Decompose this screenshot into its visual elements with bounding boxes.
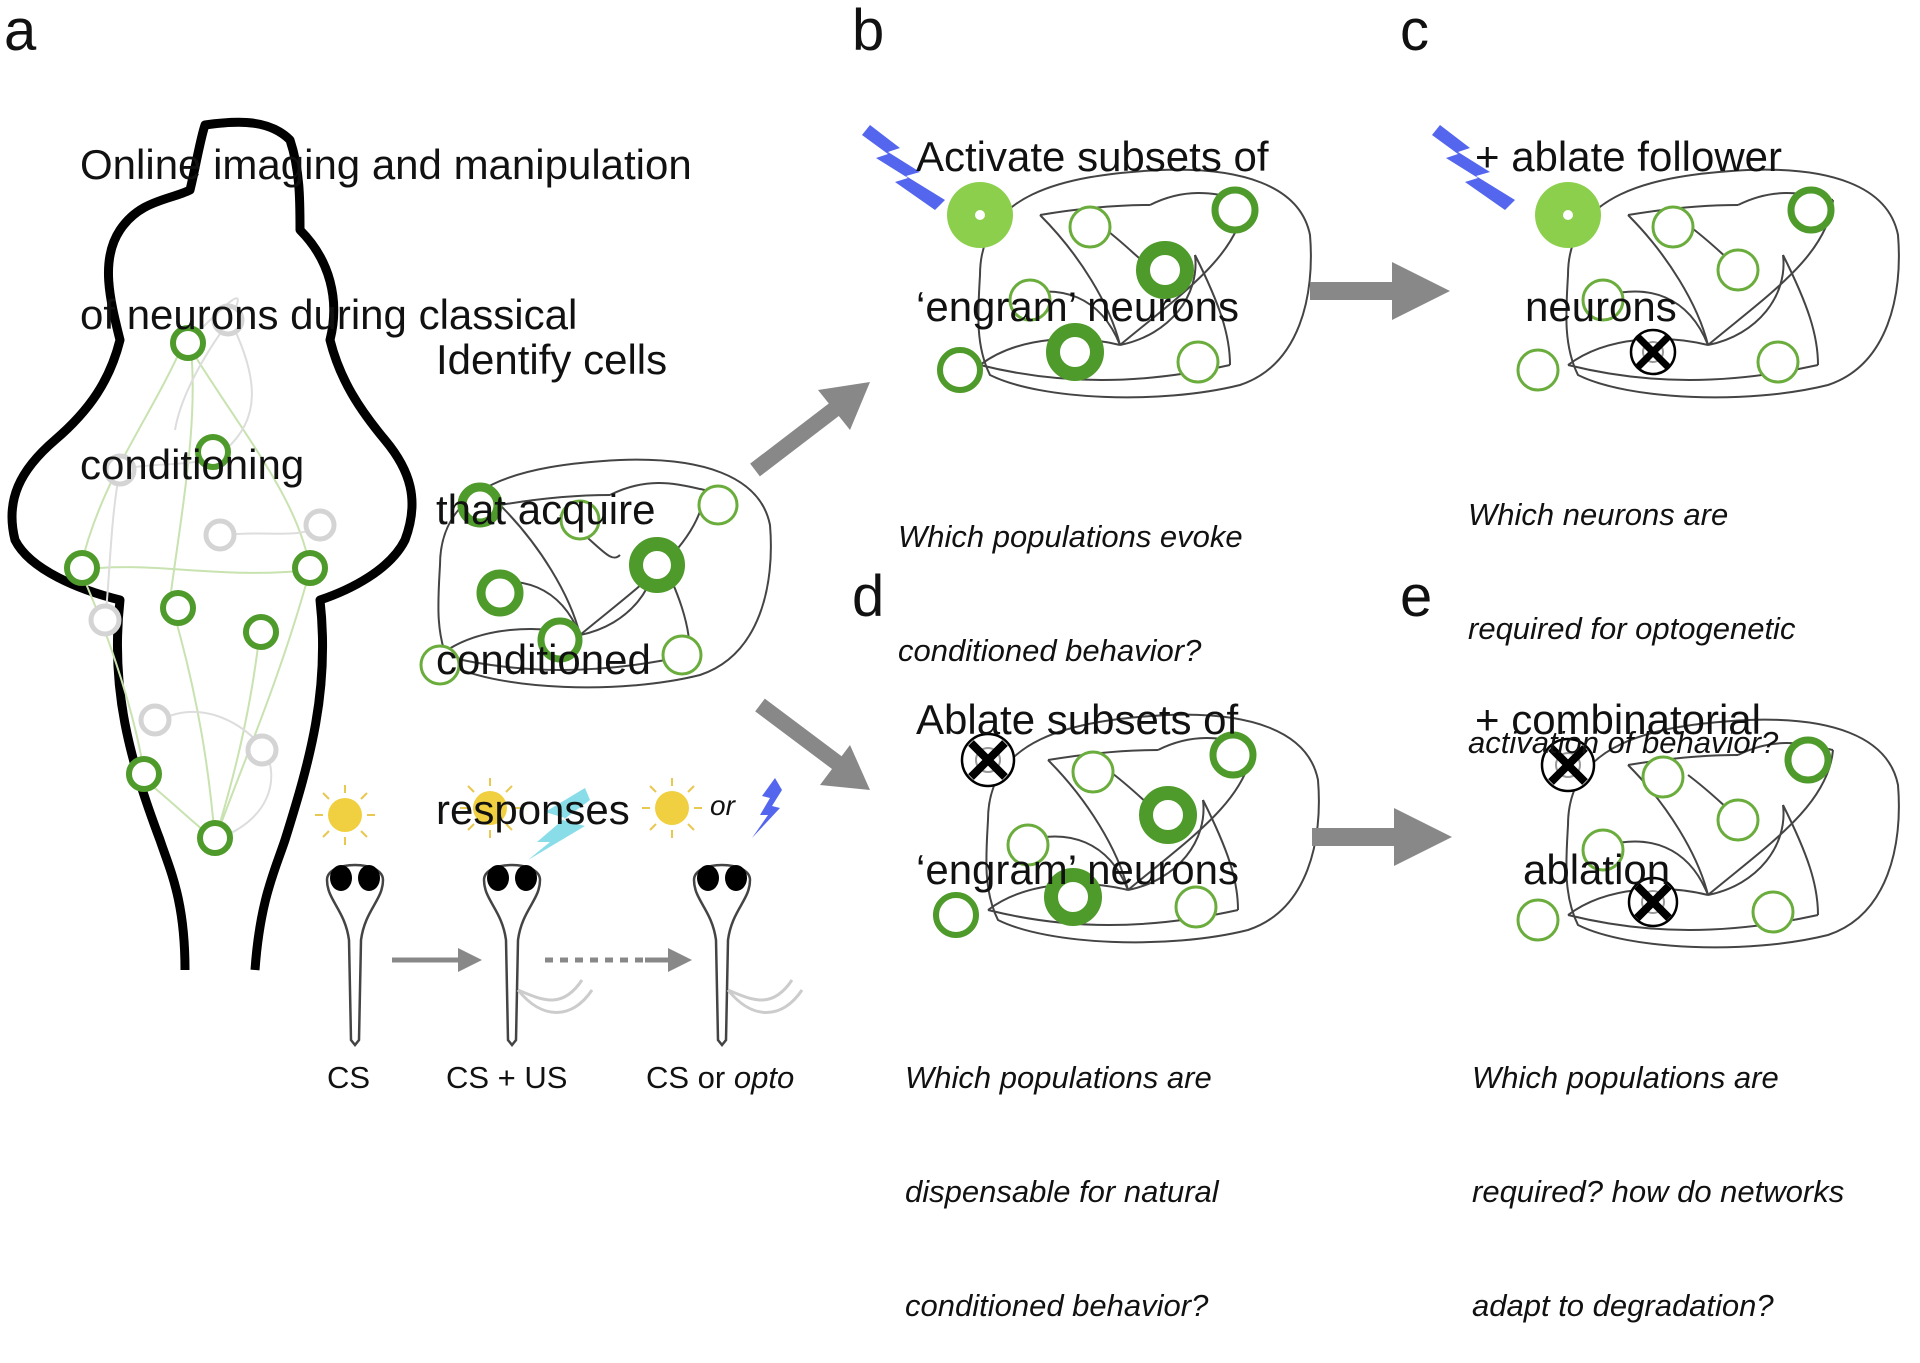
sun-icon — [642, 778, 702, 838]
opto-lightning-icon — [752, 778, 782, 838]
panel-letter-e: e — [1400, 564, 1433, 629]
heading-line: ablation — [1523, 846, 1671, 893]
question-line: dispensable for natural — [905, 1174, 1219, 1209]
training-arrow — [392, 948, 482, 972]
heading-line: + combinatorial — [1475, 696, 1761, 743]
stage-label-cs-or: CS or — [646, 1060, 734, 1095]
stage-label-cs: CS — [327, 1060, 371, 1095]
identify-cells-text: Identify cells that acquire conditioned … — [436, 235, 667, 885]
question-line: Which populations evoke — [898, 519, 1243, 554]
stage-label-cs-us: CS + US — [446, 1060, 568, 1095]
panel-letter-b: b — [852, 0, 885, 63]
panel-b-question: Which populations evoke conditioned beha… — [898, 442, 1243, 708]
ablated-neuron-icon — [1629, 328, 1677, 376]
heading-line: Ablate subsets of — [916, 696, 1239, 743]
larva-icon — [692, 863, 804, 1048]
brain-outline — [7, 117, 417, 971]
question-line: Which populations are — [1472, 1060, 1779, 1095]
question-line: adapt to degradation? — [1472, 1288, 1774, 1323]
network-c — [1516, 168, 1900, 399]
arrow-to-d — [755, 698, 870, 790]
arrow-d-to-e — [1312, 808, 1452, 866]
larva-icon — [325, 863, 385, 1048]
heading-line: Online imaging and manipulation — [80, 141, 692, 188]
identify-line: conditioned — [436, 636, 651, 683]
ablated-neuron-icon — [960, 732, 1016, 788]
panel-e-heading: + combinatorial ablation — [1475, 595, 1761, 945]
question-line: required for optogenetic — [1468, 611, 1796, 646]
ablated-neuron-icon — [1540, 737, 1596, 793]
or-label: or — [710, 790, 735, 821]
heading-line: + ablate follower — [1475, 133, 1783, 180]
panel-b — [862, 125, 1450, 399]
panel-d — [933, 713, 1452, 944]
test-arrow — [545, 948, 692, 972]
larva-icon — [482, 863, 594, 1048]
question-line: conditioned behavior? — [898, 633, 1202, 668]
ablated-neuron-icon — [1627, 876, 1679, 928]
panel-d-heading: Ablate subsets of ‘engram’ neurons — [916, 595, 1239, 945]
panel-c-question: Which neurons are required for optogenet… — [1468, 420, 1795, 800]
panel-c — [1432, 125, 1900, 399]
panel-a — [7, 117, 870, 1048]
heading-line: ‘engram’ neurons — [916, 846, 1239, 893]
panel-letter-d: d — [852, 564, 885, 629]
question-line: Which neurons are — [1468, 497, 1729, 532]
arrow-b-to-c — [1310, 262, 1450, 320]
sun-icon — [460, 778, 520, 838]
stage-label-opto: opto — [733, 1060, 795, 1095]
heading-line: neurons — [1525, 283, 1677, 330]
question-line: activation of behavior? — [1468, 725, 1779, 760]
panel-letter-c: c — [1400, 0, 1429, 63]
panel-e-question: Which populations are required? how do n… — [1472, 983, 1844, 1363]
heading-line: ‘engram’ neurons — [916, 283, 1239, 330]
arrow-to-b — [750, 382, 870, 477]
question-line: required? how do networks — [1472, 1174, 1845, 1209]
identify-line: Identify cells — [436, 336, 668, 383]
heading-line: Activate subsets of — [916, 133, 1269, 180]
heading-line: conditioning — [80, 441, 305, 488]
identify-network — [419, 458, 772, 689]
heading-line: of neurons during classical — [80, 291, 578, 338]
panel-c-heading: + ablate follower neurons — [1475, 32, 1782, 382]
us-lightning-icon — [528, 788, 590, 860]
panel-d-question: Which populations are dispensable for na… — [905, 983, 1219, 1363]
identify-line: responses — [436, 786, 630, 833]
question-line: conditioned behavior? — [905, 1288, 1209, 1323]
panel-a-heading: Online imaging and manipulation of neuro… — [80, 40, 692, 540]
panel-letter-a: a — [4, 0, 37, 63]
brain-inactive-neurons — [88, 303, 337, 767]
activate-lightning-icon — [1432, 125, 1515, 210]
sun-icon — [315, 785, 375, 845]
stage-label-cs-or-opto: CS or opto — [646, 1062, 794, 1093]
question-line: Which populations are — [905, 1060, 1212, 1095]
network-b — [937, 168, 1312, 399]
panel-e — [1516, 718, 1900, 949]
activate-lightning-icon — [862, 125, 945, 210]
network-d — [933, 713, 1320, 944]
panel-b-heading: Activate subsets of ‘engram’ neurons — [916, 32, 1269, 382]
brain-active-neurons — [64, 325, 328, 856]
figure-canvas — [7, 117, 1900, 1048]
network-e — [1516, 718, 1900, 949]
identify-line: that acquire — [436, 486, 656, 533]
